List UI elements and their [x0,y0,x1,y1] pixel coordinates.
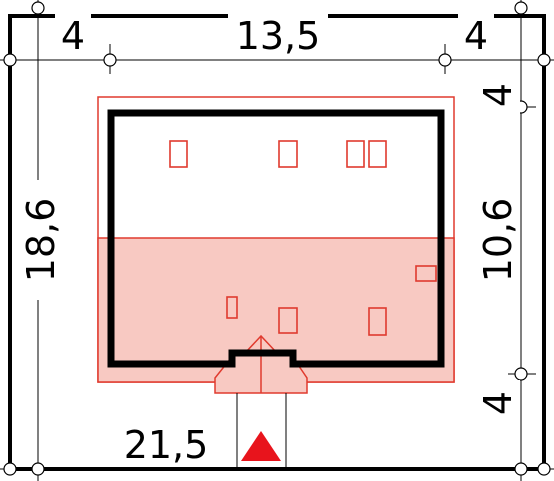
entrance-arrow-icon [241,431,281,461]
dim-bottom-total: 21,5 [124,423,209,467]
house-walls [107,109,445,368]
driveway [236,393,287,469]
dim-top-left: 4 [61,14,85,58]
window [368,140,387,168]
dim-right-bottom: 4 [476,391,520,415]
window [415,265,437,282]
window [368,307,387,336]
dim-top-middle: 13,5 [236,14,321,58]
dim-right-top: 4 [476,83,520,107]
dim-left-total: 18,6 [19,198,63,283]
windows [169,140,437,336]
window [226,296,238,319]
porch-gable [244,334,278,354]
dim-right-middle: 10,6 [476,198,520,283]
dim-top-right: 4 [464,14,488,58]
window [278,307,298,334]
window [346,140,365,168]
window [278,140,298,168]
dimension-markers [3,1,551,476]
window [169,140,188,168]
